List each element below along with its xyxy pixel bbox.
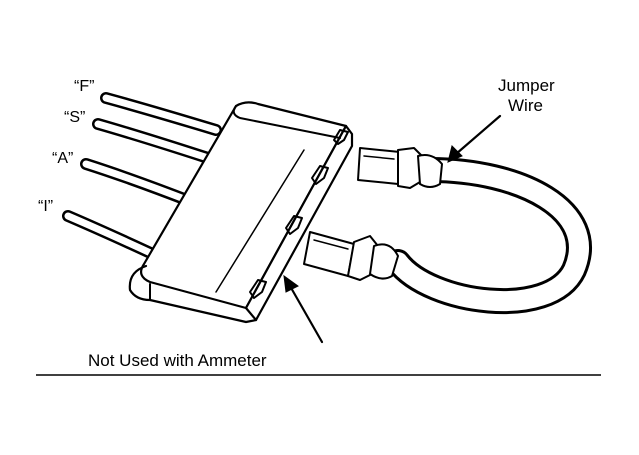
terminal-cavities bbox=[249, 129, 349, 299]
wire-label-a: “A” bbox=[52, 150, 73, 167]
wire-label-f: “F” bbox=[74, 78, 94, 95]
jumper-plug-lower bbox=[303, 231, 399, 281]
caption: Not Used with Ammeter bbox=[88, 351, 267, 370]
caption-arrow bbox=[283, 274, 324, 344]
jumper-plug-upper bbox=[357, 147, 443, 189]
jumper-wire-label-line1: Jumper bbox=[498, 76, 555, 95]
jumper-wire-arrow bbox=[447, 114, 502, 163]
jumper-wire-label-line2: Wire bbox=[508, 96, 543, 115]
jumper-wire bbox=[385, 157, 592, 315]
wire-a bbox=[80, 158, 198, 208]
wire-label-s: “S” bbox=[64, 109, 85, 126]
wire-f bbox=[100, 92, 222, 136]
wires bbox=[62, 92, 222, 268]
wire-label-i: “I” bbox=[38, 198, 53, 215]
connector-body bbox=[128, 101, 354, 324]
wire-s bbox=[92, 118, 214, 164]
